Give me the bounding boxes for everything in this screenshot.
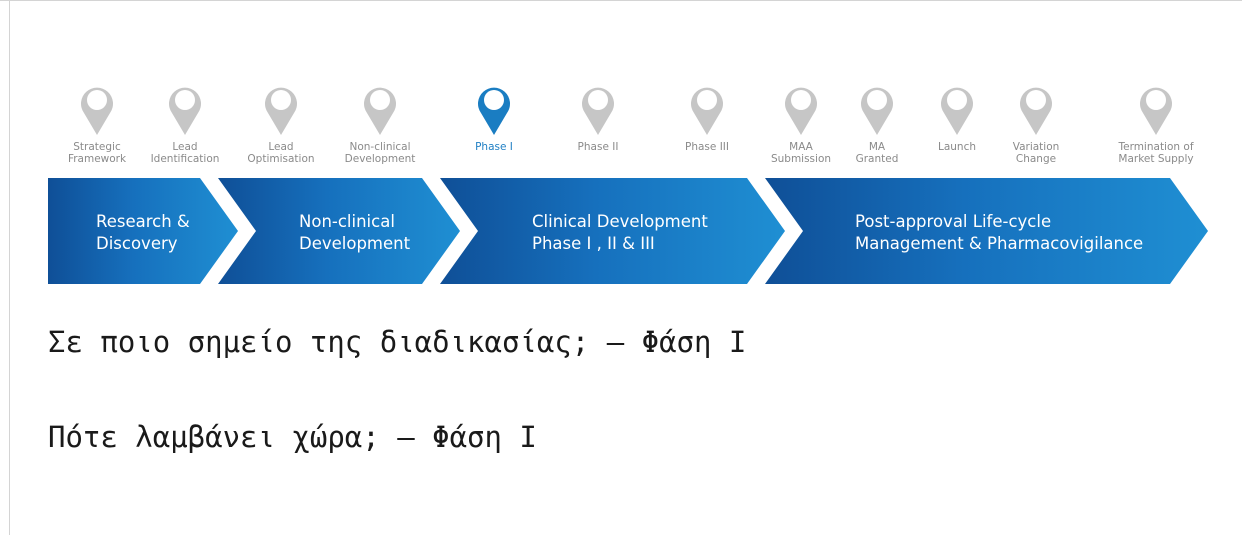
milestone-10: Launch — [895, 80, 1019, 153]
milestone-label: MAA Submission — [770, 141, 832, 165]
map-pin-icon — [1140, 87, 1172, 135]
milestone-label: MA Granted — [855, 141, 899, 165]
frame-top-border — [0, 0, 1242, 1]
stage-label-nonclinical: Non-clinical Development — [299, 212, 411, 253]
stage-label-post-approval: Post-approval Life-cycle Management & Ph… — [855, 212, 1144, 253]
milestone-label: Lead Optimisation — [247, 141, 315, 165]
milestone-label: Termination of Market Supply — [1118, 141, 1194, 165]
map-pin-icon — [169, 87, 201, 135]
stage-label-research: Research & Discovery — [96, 212, 190, 253]
stage-arrow-research — [48, 178, 238, 284]
map-pin-icon — [265, 87, 297, 135]
map-pin-icon — [691, 87, 723, 135]
milestone-2: Lead Identification — [123, 80, 247, 165]
milestone-label: Launch — [937, 141, 977, 153]
milestone-label: Phase II — [577, 141, 619, 153]
stage-flow — [48, 178, 1208, 284]
milestone-7: Phase III — [645, 80, 769, 153]
milestone-8: MAA Submission — [739, 80, 863, 165]
map-pin-icon — [785, 87, 817, 135]
milestone-label: Strategic Framework — [67, 141, 127, 165]
map-pin-icon — [941, 87, 973, 135]
milestone-9: MA Granted — [815, 80, 939, 165]
map-pin-icon — [478, 87, 510, 135]
milestone-label: Phase I — [475, 141, 513, 153]
milestone-4: Non-clinical Development — [318, 80, 442, 165]
milestone-label: Variation Change — [1012, 141, 1060, 165]
milestone-12: Termination of Market Supply — [1094, 80, 1218, 165]
milestone-5: Phase I — [432, 80, 556, 153]
map-pin-icon — [861, 87, 893, 135]
map-pin-icon — [582, 87, 614, 135]
milestone-label: Lead Identification — [150, 141, 220, 165]
stage-arrow-post-approval — [765, 178, 1208, 284]
map-pin-icon — [364, 87, 396, 135]
question-when: Πότε λαμβάνει χώρα; — Φάση Ι — [48, 420, 537, 454]
frame-left-border — [9, 0, 10, 535]
milestone-1: Strategic Framework — [35, 80, 159, 165]
milestone-11: Variation Change — [974, 80, 1098, 165]
milestone-6: Phase II — [536, 80, 660, 153]
map-pin-icon — [1020, 87, 1052, 135]
stage-arrow-nonclinical — [218, 178, 460, 284]
stage-arrow-clinical — [440, 178, 785, 284]
question-stage: Σε ποιο σημείο της διαδικασίας; — Φάση Ι — [48, 325, 747, 359]
milestone-label: Phase III — [685, 141, 729, 153]
stage-label-clinical: Clinical Development Phase I , II & III — [532, 212, 708, 253]
milestone-3: Lead Optimisation — [219, 80, 343, 165]
map-pin-icon — [81, 87, 113, 135]
milestone-label: Non-clinical Development — [344, 141, 416, 165]
